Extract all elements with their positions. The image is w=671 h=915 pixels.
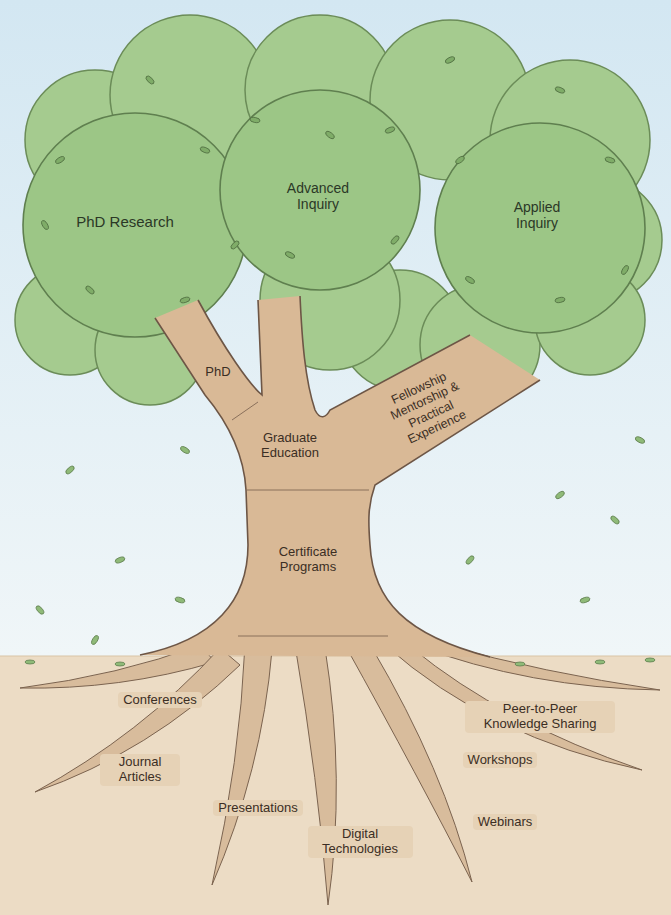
falling-leaves <box>25 436 655 666</box>
leaf <box>65 465 76 475</box>
canopy-front <box>23 90 645 337</box>
leaf <box>35 605 45 616</box>
leaf <box>634 436 645 445</box>
leaf <box>645 658 655 662</box>
leaf <box>25 660 35 664</box>
leaf <box>515 662 525 666</box>
leaf <box>40 219 49 230</box>
leaf <box>605 156 616 163</box>
root <box>295 645 336 905</box>
canopy-clump <box>220 90 420 290</box>
leaf <box>610 515 621 525</box>
divider-line <box>232 402 258 420</box>
leaf <box>595 660 605 664</box>
part-label: Presentations <box>213 800 303 817</box>
leaf <box>464 275 475 284</box>
leaf <box>554 86 565 94</box>
leaf <box>384 126 395 134</box>
canopy-clump <box>435 123 645 333</box>
root <box>35 648 240 792</box>
part-label: PhD <box>205 365 230 380</box>
part-label: Webinars <box>473 814 538 831</box>
leaf <box>230 240 241 251</box>
leaf <box>465 555 475 566</box>
leaf <box>580 596 591 603</box>
leaf <box>145 75 156 86</box>
leaf <box>114 556 125 564</box>
leaf <box>454 155 465 165</box>
trunk-outline <box>140 296 540 657</box>
leaf <box>85 285 96 295</box>
canopy-clump <box>23 113 247 337</box>
leaf <box>90 634 99 645</box>
part-label: Peer-to-Peer Knowledge Sharing <box>465 701 615 733</box>
canopy-leaves <box>40 56 629 304</box>
leaf <box>555 297 566 304</box>
leaf <box>175 596 186 603</box>
leaf <box>554 490 565 500</box>
part-label: Digital Technologies <box>308 826 413 858</box>
part-label: Applied Inquiry <box>497 199 577 231</box>
trunk <box>140 296 540 657</box>
leaf <box>324 130 335 140</box>
root <box>212 645 272 885</box>
part-label: Graduate Education <box>245 431 335 461</box>
part-label: Fellowship Mentorship & Practical Experi… <box>375 363 481 453</box>
part-label: Advanced Inquiry <box>276 180 361 212</box>
leaf <box>390 235 400 246</box>
leaf <box>284 251 295 260</box>
leaf <box>620 264 629 275</box>
roots <box>20 645 660 905</box>
leaf <box>115 662 125 666</box>
sky <box>0 0 671 656</box>
leaf <box>180 296 191 303</box>
part-label: Certificate Programs <box>261 545 356 575</box>
divider-line <box>238 636 388 637</box>
leaf <box>250 117 261 124</box>
trunk-dividers <box>232 402 388 636</box>
leaf <box>444 56 455 65</box>
canopy-background <box>15 15 662 405</box>
part-label: Workshops <box>463 752 538 769</box>
part-label: Conferences <box>118 692 202 709</box>
divider-line <box>247 490 369 491</box>
part-label: Journal Articles <box>100 754 180 786</box>
leaf <box>179 445 190 454</box>
leaf <box>54 155 65 164</box>
part-label: PhD Research <box>76 213 174 230</box>
leaf <box>199 146 210 154</box>
